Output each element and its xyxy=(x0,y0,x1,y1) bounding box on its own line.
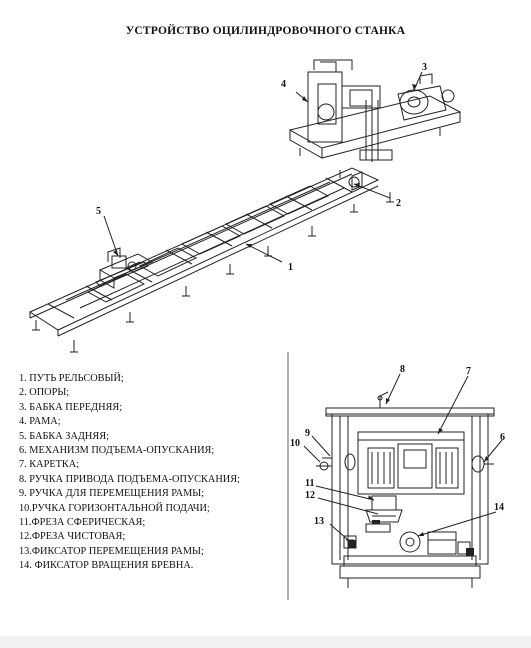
callout-5: 5 xyxy=(96,206,101,217)
page-footer-strip xyxy=(0,636,531,648)
legend-item: 8. РУЧКА ПРИВОДА ПОДЪЕМА-ОПУСКАНИЯ; xyxy=(19,473,240,485)
callout-3: 3 xyxy=(422,62,427,73)
callout-10: 10 xyxy=(290,438,300,449)
callout-14: 14 xyxy=(494,502,504,513)
legend-item: 12.ФРЕЗА ЧИСТОВАЯ; xyxy=(19,531,126,543)
legend-item: 14. ФИКСАТОР ВРАЩЕНИЯ БРЕВНА. xyxy=(19,560,194,572)
legend-item: 11.ФРЕЗА СФЕРИЧЕСКАЯ; xyxy=(19,517,146,529)
legend-item: 9. РУЧКА ДЛЯ ПЕРЕМЕЩЕНИЯ РАМЫ; xyxy=(19,488,205,500)
legend-item: 5. БАБКА ЗАДНЯЯ; xyxy=(19,430,109,442)
parts-legend: 1. ПУТЬ РЕЛЬСОВЫЙ; 2. ОПОРЫ; 3. БАБКА ПЕ… xyxy=(19,372,240,574)
callout-1: 1 xyxy=(288,262,293,273)
legend-item: 7. КАРЕТКА; xyxy=(19,459,80,471)
callout-6: 6 xyxy=(500,432,505,443)
callout-11: 11 xyxy=(305,478,314,489)
legend-item: 6. МЕХАНИЗМ ПОДЪЕМА-ОПУСКАНИЯ; xyxy=(19,445,215,457)
legend-item: 2. ОПОРЫ; xyxy=(19,387,70,399)
callout-7: 7 xyxy=(466,366,471,377)
legend-item: 3. БАБКА ПЕРЕДНЯЯ; xyxy=(19,401,123,413)
callout-4: 4 xyxy=(281,79,286,90)
callout-2: 2 xyxy=(396,198,401,209)
legend-item: 13.ФИКСАТОР ПЕРЕМЕЩЕНИЯ РАМЫ; xyxy=(19,545,204,557)
legend-item: 4. РАМА; xyxy=(19,416,61,428)
callout-8: 8 xyxy=(400,364,405,375)
callout-13: 13 xyxy=(314,516,324,527)
legend-item: 1. ПУТЬ РЕЛЬСОВЫЙ; xyxy=(19,373,124,384)
legend-item: 10.РУЧКА ГОРИЗОНТАЛЬНОЙ ПОДАЧИ; xyxy=(19,502,210,514)
callout-9: 9 xyxy=(305,428,310,439)
page-title: УСТРОЙСТВО ОЦИЛИНДРОВОЧНОГО СТАНКА xyxy=(125,25,406,37)
callout-12: 12 xyxy=(305,490,315,501)
